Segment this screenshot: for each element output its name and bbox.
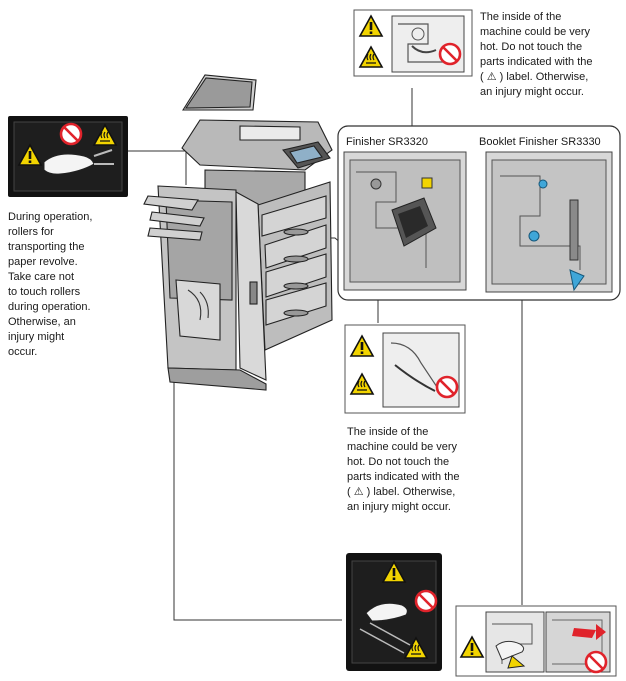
connector-rollers — [128, 150, 187, 185]
copier-machine — [143, 74, 333, 391]
prohibited-icon — [435, 375, 459, 399]
bottom-right-image — [455, 605, 617, 677]
hot-warning-text-top: The inside of the machine could be very … — [480, 11, 593, 98]
hot-warning-image-middle — [344, 324, 466, 414]
booklet-finisher-sr3330-image — [485, 151, 613, 293]
finisher-sr3320-image — [343, 151, 467, 291]
booklet-finisher-sr3330-label: Booklet Finisher SR3330 — [479, 136, 601, 148]
hot-warning-image-top — [353, 9, 473, 77]
connector-bottom-panel — [173, 293, 342, 621]
roller-warning-image — [8, 116, 128, 197]
bottom-warning-image — [346, 553, 442, 671]
prohibited-icon — [438, 42, 462, 66]
finisher-sr3320-label: Finisher SR3320 — [346, 136, 428, 148]
roller-warning-text: During operation, rollers for transporti… — [8, 211, 93, 358]
prohibited-icon — [414, 589, 438, 613]
prohibited-icon — [59, 122, 83, 146]
hot-warning-text-middle: The inside of the machine could be very … — [347, 426, 460, 513]
finisher-comparison-box — [337, 125, 621, 301]
prohibited-icon — [584, 650, 608, 674]
